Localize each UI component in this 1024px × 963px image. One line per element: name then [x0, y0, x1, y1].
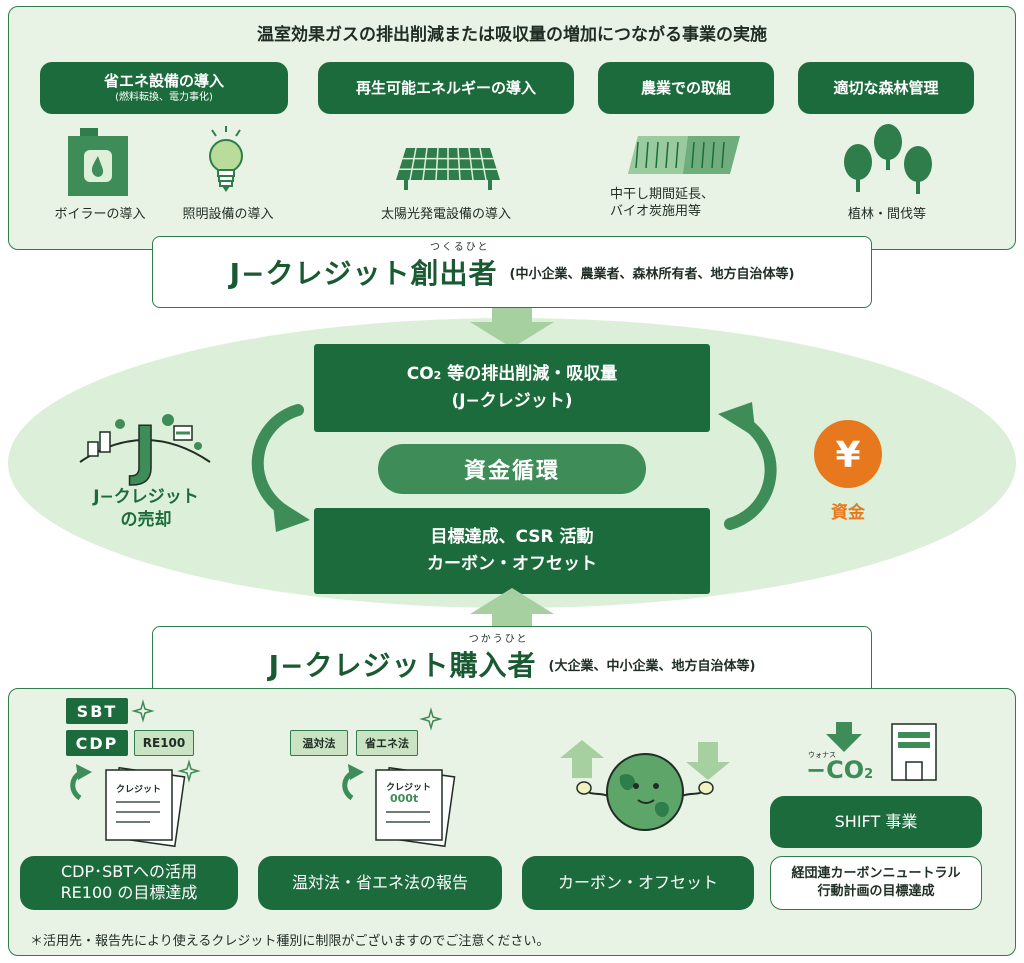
arrow-down-small-icon	[826, 722, 862, 752]
svg-text:J: J	[129, 414, 157, 488]
buyer-title: J−クレジット購入者	[268, 649, 537, 682]
doc-label: クレジット	[116, 785, 162, 795]
sparkle-icon	[177, 759, 201, 783]
funds-label: 資金	[831, 503, 865, 523]
building-icon	[891, 723, 937, 781]
shoene-tag: 省エネ法	[356, 730, 418, 756]
category-energy-saving: 省エネ設備の導入 (燃料転換、電力事化)	[40, 62, 288, 114]
top-panel: 温室効果ガスの排出削減または吸収量の増加につながる事業の実施	[8, 6, 1016, 250]
target-achievement-box: 目標達成、CSR 活動 カーボン・オフセット	[314, 508, 710, 594]
emission-reduction-box: CO2 等の排出削減・吸収量 (J−クレジット)	[314, 344, 710, 432]
sparkle-icon	[131, 699, 155, 723]
top-heading: 温室効果ガスの排出削減または吸収量の増加につながる事業の実施	[257, 25, 767, 45]
shift-pill: SHIFT 事業	[770, 796, 982, 848]
cdp-sbt-pill: CDP･SBTへの活用 RE100 の目標達成	[20, 856, 238, 910]
creator-note: (中小企業、農業者、森林所有者、地方自治体等)	[509, 266, 795, 282]
j-credit-logo-icon: J	[79, 413, 211, 489]
solar-panel-icon	[396, 147, 500, 190]
category-renewable: 再生可能エネルギーの導入	[318, 62, 574, 114]
yen-coin-icon: ¥	[814, 420, 882, 488]
sbt-tag: SBT	[66, 698, 128, 724]
refresh-arrow-icon	[70, 764, 92, 801]
caption-boiler: ボイラーの導入	[54, 207, 146, 222]
creator-box: つくるひと J−クレジット創出者 (中小企業、農業者、森林所有者、地方自治体等)	[152, 236, 872, 308]
report-amount: 000t	[390, 792, 419, 805]
svg-text:¥: ¥	[835, 435, 860, 476]
caption-solar: 太陽光発電設備の導入	[380, 207, 511, 222]
sparkle-icon	[419, 707, 443, 731]
credit-documents-icon	[105, 766, 186, 848]
credit-sale-label: J−クレジット の売却	[93, 487, 199, 530]
fund-cycle-label: 資金循環	[378, 444, 646, 494]
category-agriculture: 農業での取組	[598, 62, 774, 114]
caption-lighting: 照明設備の導入	[182, 207, 274, 222]
ontaiho-tag: 温対法	[290, 730, 348, 756]
creator-title: J−クレジット創出者	[229, 257, 498, 290]
curved-arrow-up-icon	[718, 402, 777, 530]
trees-icon	[844, 124, 932, 194]
earth-character-icon	[560, 740, 730, 831]
caption-farming: 中干し期間延長、 バイオ炭施用等	[610, 187, 715, 219]
refresh-arrow-icon	[342, 764, 364, 801]
curved-arrow-down-icon	[251, 404, 310, 532]
co2-minus-label: −CO2	[806, 756, 874, 784]
rice-field-icon	[628, 136, 740, 174]
buyer-ruby: つかうひと	[468, 634, 529, 645]
report-pill: 温対法・省エネ法の報告	[258, 856, 502, 910]
category-forest: 適切な森林管理	[798, 62, 974, 114]
credit-report-icon	[375, 766, 456, 848]
offset-pill: カーボン・オフセット	[522, 856, 754, 910]
keidanren-pill: 経団連カーボンニュートラル 行動計画の目標達成	[770, 856, 982, 910]
buyer-note: (大企業、中小企業、地方自治体等)	[548, 658, 756, 674]
creator-ruby: つくるひと	[430, 242, 490, 253]
lightbulb-icon	[209, 126, 243, 192]
footnote: ＊活用先・報告先により使えるクレジット種別に制限がございますのでご注意ください。	[30, 934, 550, 949]
boiler-icon	[68, 128, 128, 196]
arrow-down-icon	[470, 308, 554, 348]
co2-ruby: ウォナス	[808, 751, 836, 759]
arrow-up-icon	[470, 588, 554, 628]
re100-tag: RE100	[134, 730, 194, 756]
caption-forest: 植林・間伐等	[847, 207, 926, 222]
cdp-tag: CDP	[66, 730, 128, 756]
report-doc-label: クレジット	[386, 783, 432, 793]
